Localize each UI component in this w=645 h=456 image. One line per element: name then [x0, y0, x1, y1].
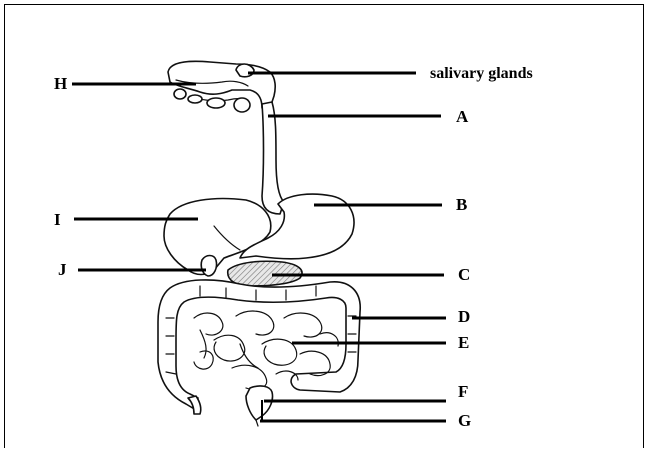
figure-border [4, 4, 644, 448]
